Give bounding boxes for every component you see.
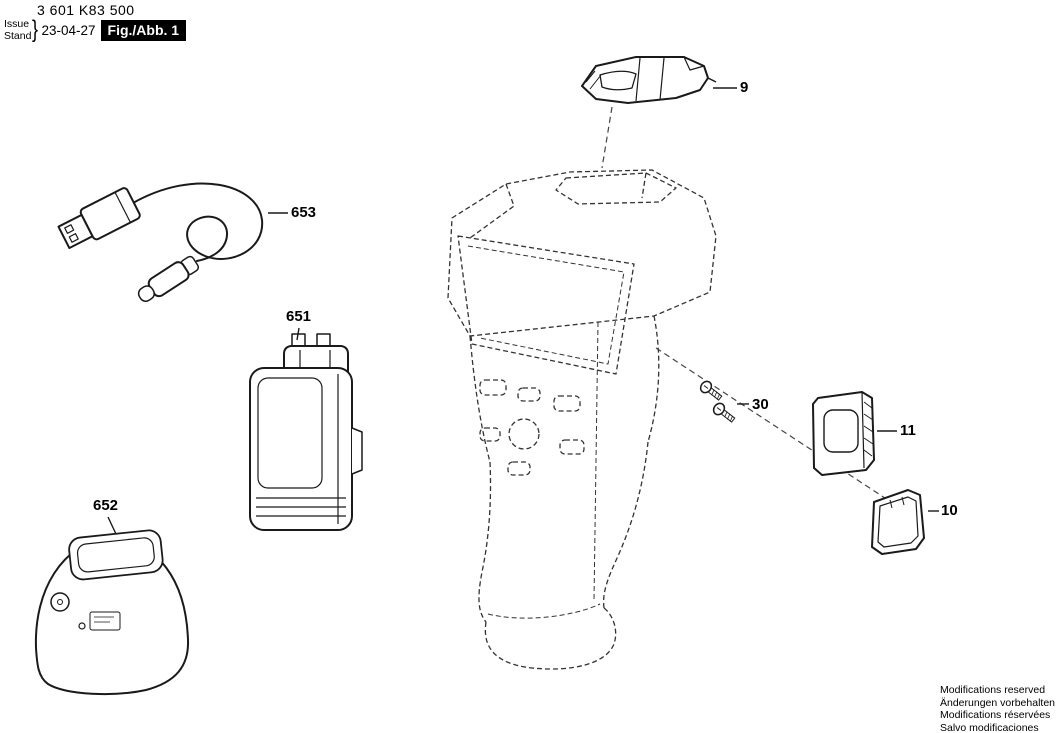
brand-logo-icon bbox=[50, 592, 70, 612]
issue-label-en: Issue bbox=[4, 18, 30, 30]
figure-label: Fig./Abb. 1 bbox=[100, 19, 187, 41]
title-block: 3 601 K83 500 Issue Stand } 23-04-27 Fig… bbox=[4, 2, 187, 44]
part-ref-651: 651 bbox=[286, 308, 312, 325]
issue-stand-labels: Issue Stand bbox=[4, 18, 31, 42]
issue-label-de: Stand bbox=[4, 30, 32, 43]
part-ref-9: 9 bbox=[740, 79, 749, 96]
charge-led-icon bbox=[78, 622, 86, 630]
charger-battery-slot bbox=[68, 529, 164, 581]
footer-line-en: Modifications reserved bbox=[940, 684, 1046, 696]
footer-line-fr: Modifications réservées bbox=[940, 709, 1051, 722]
part-ref-652: 652 bbox=[93, 497, 119, 514]
bracket-drawing bbox=[581, 56, 717, 104]
usb-a-connector bbox=[57, 187, 141, 250]
part-ref-653: 653 bbox=[291, 204, 317, 221]
footer-line-es: Salvo modificaciones bbox=[940, 721, 1039, 733]
footer-line-de: Änderungen vorbehalten bbox=[940, 696, 1056, 709]
brace-glyph: } bbox=[32, 16, 39, 44]
usb-c-connector bbox=[137, 255, 200, 303]
modifications-note: Modifications reserved Änderungen vorbeh… bbox=[940, 684, 1055, 733]
cover-cap-drawing bbox=[871, 489, 925, 555]
part-ref-10: 10 bbox=[941, 502, 958, 519]
thermal-camera-drawing bbox=[447, 169, 717, 670]
usb-cable-drawing bbox=[57, 182, 264, 303]
issue-date: 23-04-27 bbox=[41, 22, 96, 38]
screws-drawing bbox=[699, 380, 736, 423]
charger-sticker bbox=[89, 611, 121, 631]
battery-drawing bbox=[249, 333, 363, 531]
leader-lines bbox=[107, 87, 939, 535]
part-number: 3 601 K83 500 bbox=[37, 2, 135, 18]
issue-row: Issue Stand } 23-04-27 Fig./Abb. 1 bbox=[4, 16, 187, 44]
assembly-guide-lines bbox=[601, 106, 889, 501]
part-ref-11: 11 bbox=[900, 422, 916, 439]
part-ref-30: 30 bbox=[752, 396, 769, 413]
charger-drawing bbox=[34, 529, 190, 696]
frame-plate-drawing bbox=[812, 391, 875, 476]
